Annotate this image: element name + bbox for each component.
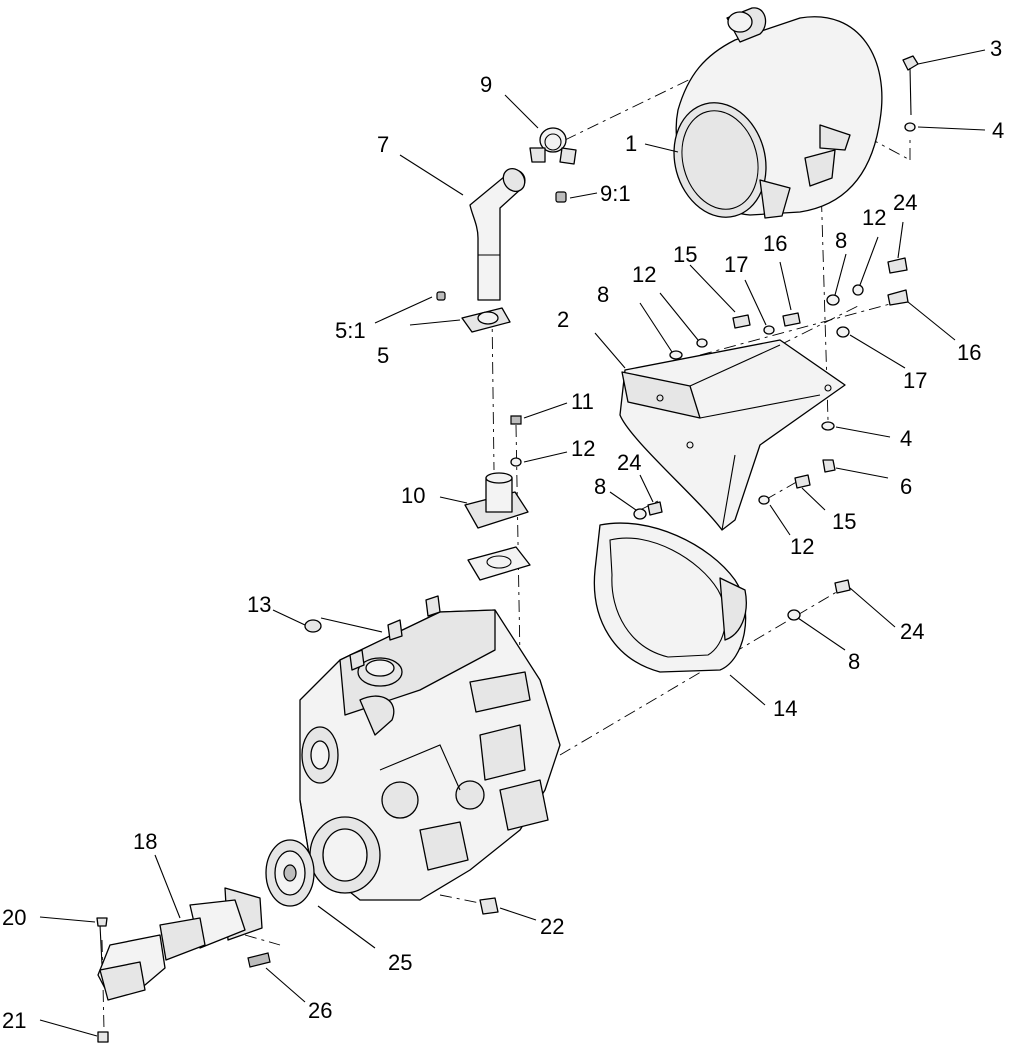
callout-9: 9 bbox=[480, 72, 492, 97]
callout-4-top: 4 bbox=[992, 118, 1004, 143]
callout-16-right: 16 bbox=[957, 340, 981, 365]
callout-18: 18 bbox=[133, 829, 157, 854]
callout-21: 21 bbox=[2, 1008, 26, 1033]
hose-bracket bbox=[436, 291, 511, 333]
callout-4-bracket: 4 bbox=[900, 426, 912, 451]
callout-6: 6 bbox=[900, 474, 912, 499]
callout-24-low: 24 bbox=[900, 619, 924, 644]
drive-shaft bbox=[96, 887, 271, 1043]
callout-14: 14 bbox=[773, 696, 797, 721]
callout-9-1: 9:1 bbox=[600, 181, 631, 206]
callout-3: 3 bbox=[990, 36, 1002, 61]
callout-12-bracket-mid: 12 bbox=[632, 262, 656, 287]
flywheel-housing bbox=[593, 522, 747, 673]
crank-pulley bbox=[265, 839, 315, 907]
callout-5: 5 bbox=[377, 343, 389, 368]
hose-clamp bbox=[529, 127, 577, 203]
callout-12-flange: 12 bbox=[571, 436, 595, 461]
callout-2: 2 bbox=[557, 307, 569, 332]
leader-lines bbox=[39, 49, 986, 1037]
engine-block bbox=[299, 595, 561, 901]
intake-elbow-hose bbox=[469, 167, 526, 301]
callout-labels: 1 2 3 4 4 5 5:1 6 7 9 9:1 10 11 12 12 12… bbox=[2, 36, 1004, 1033]
callout-15-top: 15 bbox=[673, 242, 697, 267]
callout-12-bracket-right: 12 bbox=[862, 205, 886, 230]
callout-15-low: 15 bbox=[832, 509, 856, 534]
callout-12-bracket-low: 12 bbox=[790, 534, 814, 559]
callout-11: 11 bbox=[571, 389, 594, 414]
callout-8-right: 8 bbox=[835, 228, 847, 253]
small-fittings bbox=[304, 619, 499, 915]
callout-25: 25 bbox=[388, 950, 412, 975]
callout-8-bracket: 8 bbox=[597, 282, 609, 307]
callout-22: 22 bbox=[540, 914, 564, 939]
callout-26: 26 bbox=[308, 998, 332, 1023]
hardware-top-right bbox=[821, 55, 919, 473]
callout-7: 7 bbox=[377, 132, 389, 157]
callout-16-top: 16 bbox=[763, 231, 787, 256]
callout-5-1: 5:1 bbox=[335, 318, 366, 343]
callout-17-top: 17 bbox=[724, 252, 748, 277]
callout-13: 13 bbox=[247, 592, 271, 617]
bracket-fasteners bbox=[510, 257, 909, 621]
callout-24-mid: 24 bbox=[617, 450, 641, 475]
callout-10: 10 bbox=[401, 483, 425, 508]
callout-20: 20 bbox=[2, 905, 26, 930]
callout-24-top: 24 bbox=[893, 190, 917, 215]
callout-8-housing: 8 bbox=[848, 649, 860, 674]
callout-8-flange: 8 bbox=[594, 474, 606, 499]
callout-17-right: 17 bbox=[903, 368, 927, 393]
air-cleaner-canister bbox=[673, 7, 883, 219]
outlet-flange bbox=[464, 472, 531, 581]
mount-bracket bbox=[619, 339, 846, 531]
callout-1: 1 bbox=[625, 131, 637, 156]
